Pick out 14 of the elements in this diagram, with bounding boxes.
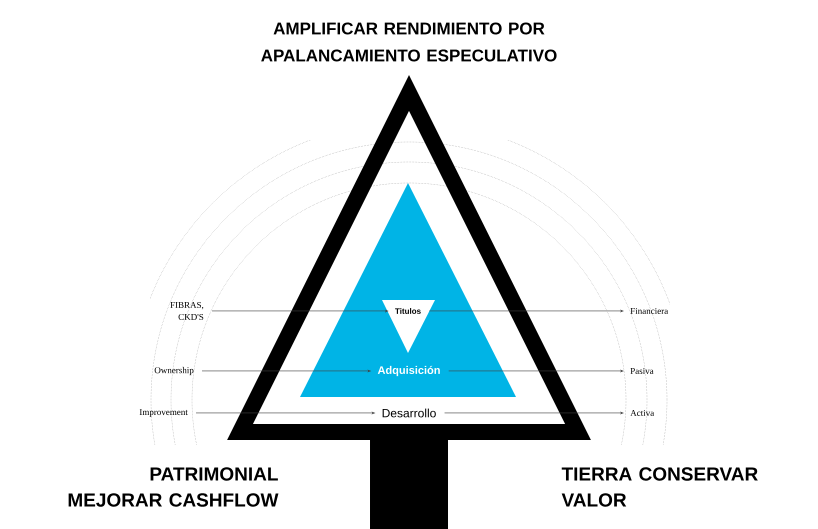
side-label: FIBRAS, CKD'S	[170, 302, 204, 320]
heading: AMPLIFICAR RENDIMIENTO POR APALANCAMIENTO ESPECULATIVO	[261, 22, 557, 62]
triangle-label: Adquisición	[378, 366, 440, 376]
triangle-label: Desarrollo	[382, 408, 436, 418]
side-label: Financiera	[630, 308, 668, 314]
side-label: Ownership	[154, 366, 194, 376]
side-label: Activa	[630, 410, 654, 416]
triangle-label: Titulos	[395, 308, 421, 314]
corner-label: TIERRA CONSERVAR VALOR	[562, 467, 758, 507]
side-label: Improvement	[140, 409, 188, 417]
side-label: Pasiva	[630, 368, 654, 374]
inverted-triangle	[382, 300, 435, 353]
triangle	[300, 183, 516, 397]
corner-label: PATRIMONIAL MEJORAR CASHFLOW	[68, 467, 278, 507]
